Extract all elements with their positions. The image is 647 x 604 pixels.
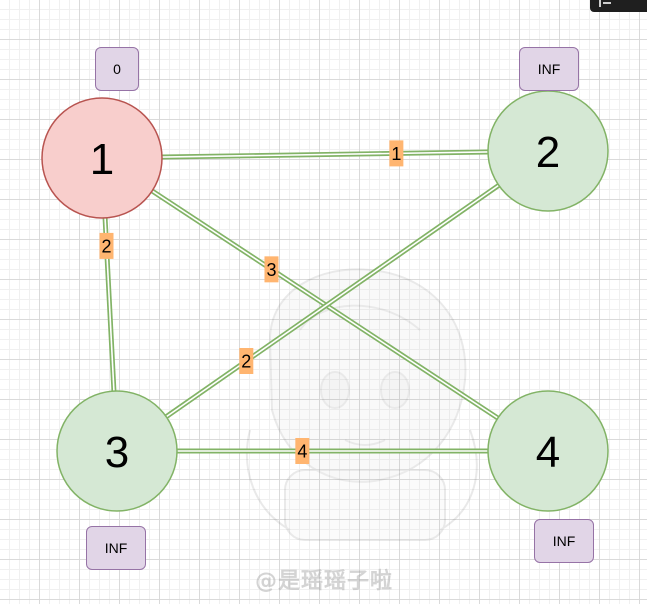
distance-badge-node-4: INF [534,519,594,563]
edge-weight-1-2: 1 [389,140,403,166]
distance-badge-node-3: INF [86,526,146,570]
edge-weight-1-4: 3 [264,256,278,282]
node-label-1: 1 [90,135,114,184]
svg-text:1: 1 [391,144,401,164]
svg-text:4: 4 [297,442,307,462]
edge-1-2 [162,152,488,157]
distance-badge-node-2: INF [519,47,579,91]
graph-node-4[interactable]: 4 [488,391,608,511]
node-label-2: 2 [536,128,560,177]
edge-weight-2-3: 2 [239,348,253,374]
distance-badge-node-1: 0 [95,47,139,91]
node-label-3: 3 [105,428,129,477]
edge-weight-1-3: 2 [100,233,114,259]
graph-node-3[interactable]: 3 [57,391,177,511]
watermark-text: @是瑶瑶子啦 [255,563,393,595]
svg-text:2: 2 [101,236,111,256]
graph-node-2[interactable]: 2 [488,91,608,211]
graph-node-1[interactable]: 1 [42,98,162,218]
edge-weight-3-4: 4 [295,438,309,464]
anime-girl-watermark [247,269,477,540]
svg-text:2: 2 [241,352,251,372]
svg-text:3: 3 [266,260,276,280]
node-label-4: 4 [536,428,560,477]
